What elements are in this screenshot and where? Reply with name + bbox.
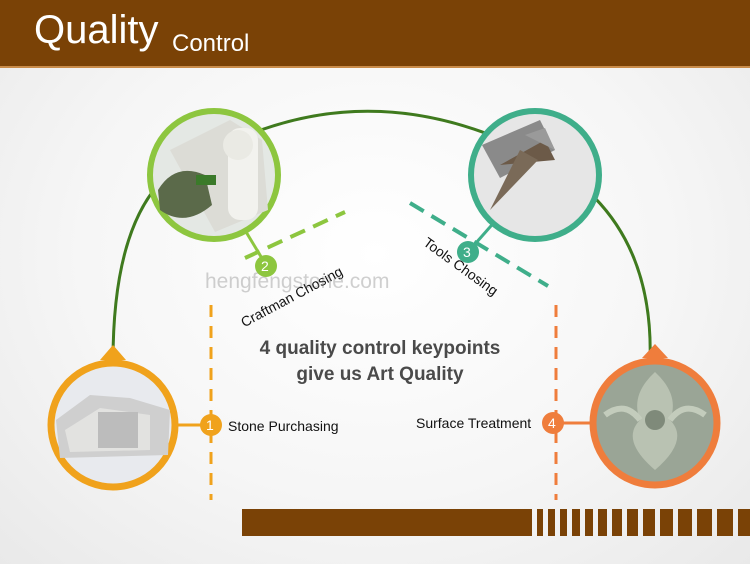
footer-stripe — [598, 509, 607, 536]
stone-quarry-photo — [47, 359, 179, 491]
pointer-1 — [100, 345, 126, 360]
carved-surface-photo — [589, 357, 721, 489]
step-3-number: 3 — [463, 244, 471, 260]
header-title-small: Control — [172, 30, 250, 57]
step-1-label: Stone Purchasing — [228, 418, 339, 434]
watermark: hengfengstone.com — [205, 270, 390, 293]
footer-stripe — [627, 509, 638, 536]
footer-stripe — [537, 509, 543, 536]
footer-stripe — [585, 509, 593, 536]
step-1-number: 1 — [206, 417, 214, 433]
step-2-badge — [255, 255, 277, 277]
footer-stripe — [643, 509, 655, 536]
header-banner: Quality Control — [0, 0, 750, 66]
step-4-label: Surface Treatment — [416, 415, 532, 431]
craftsman-photo — [147, 108, 281, 242]
footer-stripe — [560, 509, 567, 536]
dash-line-3 — [408, 201, 550, 288]
footer-stripe — [678, 509, 692, 536]
footer-stripe — [660, 509, 673, 536]
center-line-1: 4 quality control keypoints — [259, 338, 501, 359]
step-2-number: 2 — [261, 258, 269, 274]
footer-stripe — [572, 509, 580, 536]
footer-stripe — [697, 509, 712, 536]
step-4-number: 4 — [548, 415, 556, 431]
header-title-big: Quality — [34, 8, 159, 52]
step-4-badge — [542, 412, 564, 434]
pointer-4 — [642, 344, 668, 358]
footer-stripe — [612, 509, 622, 536]
step-3-badge — [457, 241, 479, 263]
header-underline — [0, 66, 750, 68]
center-line-2: give us Art Quality — [296, 364, 464, 385]
main-arc — [111, 109, 652, 366]
dash-line-2 — [244, 210, 346, 260]
tools-photo — [468, 108, 602, 242]
footer-stripe — [717, 509, 733, 536]
footer-stripe — [738, 509, 750, 536]
footer-stripe — [548, 509, 555, 536]
step-1-badge — [200, 414, 222, 436]
footer-bar — [242, 509, 532, 536]
